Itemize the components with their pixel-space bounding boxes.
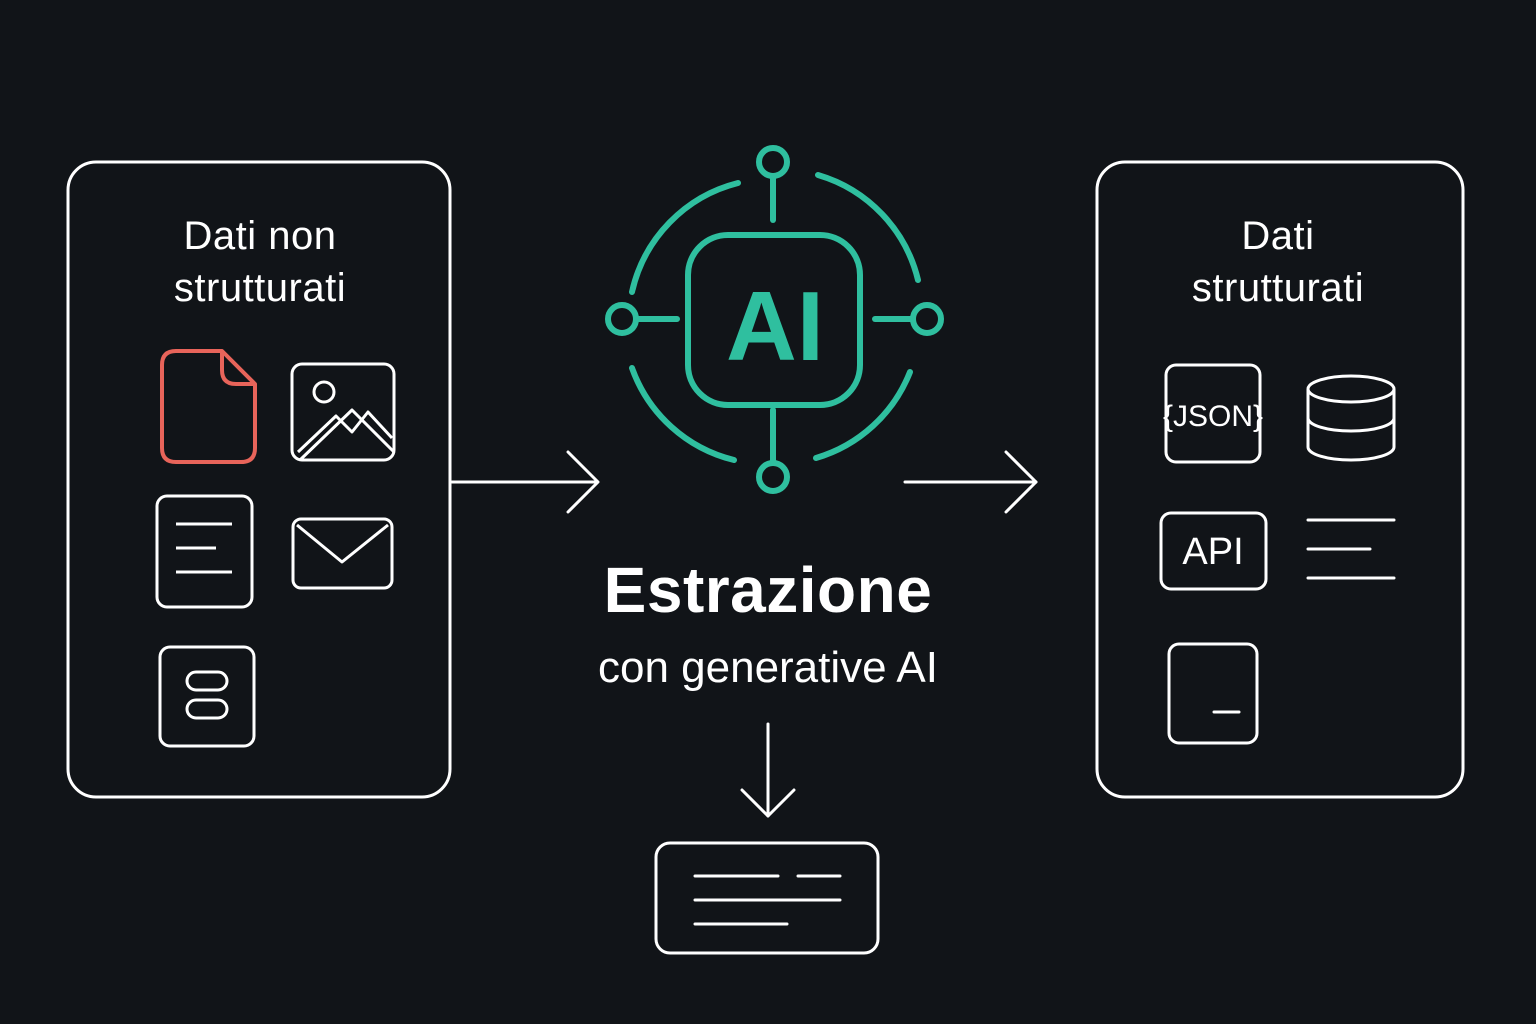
ai-chip-icon [605, 145, 944, 494]
left-panel-title: Dati non strutturati [173, 214, 347, 310]
right-panel [1095, 160, 1465, 799]
right-panel-title: Dati strutturati [1191, 214, 1365, 310]
arrow-to-ai [450, 450, 600, 514]
json-label: {JSON} [1163, 400, 1263, 433]
image-icon [290, 362, 396, 462]
list-icon [1306, 518, 1396, 580]
text-file-icon [155, 494, 254, 609]
document-icon [160, 349, 257, 464]
api-label: API [1182, 531, 1243, 573]
left-panel [66, 160, 452, 799]
main-heading: Estrazione [603, 554, 933, 626]
form-icon [158, 645, 256, 748]
text-card-icon [654, 841, 880, 955]
database-icon [1306, 374, 1396, 462]
arrow-to-structured [903, 450, 1038, 514]
sub-heading: con generative AI [597, 643, 938, 692]
json-icon: {JSON} [1163, 363, 1263, 464]
api-icon: API [1159, 511, 1268, 591]
arrow-down [740, 722, 796, 818]
email-icon [291, 517, 394, 590]
ai-badge-label: AI [726, 271, 824, 381]
terminal-icon [1167, 642, 1259, 745]
